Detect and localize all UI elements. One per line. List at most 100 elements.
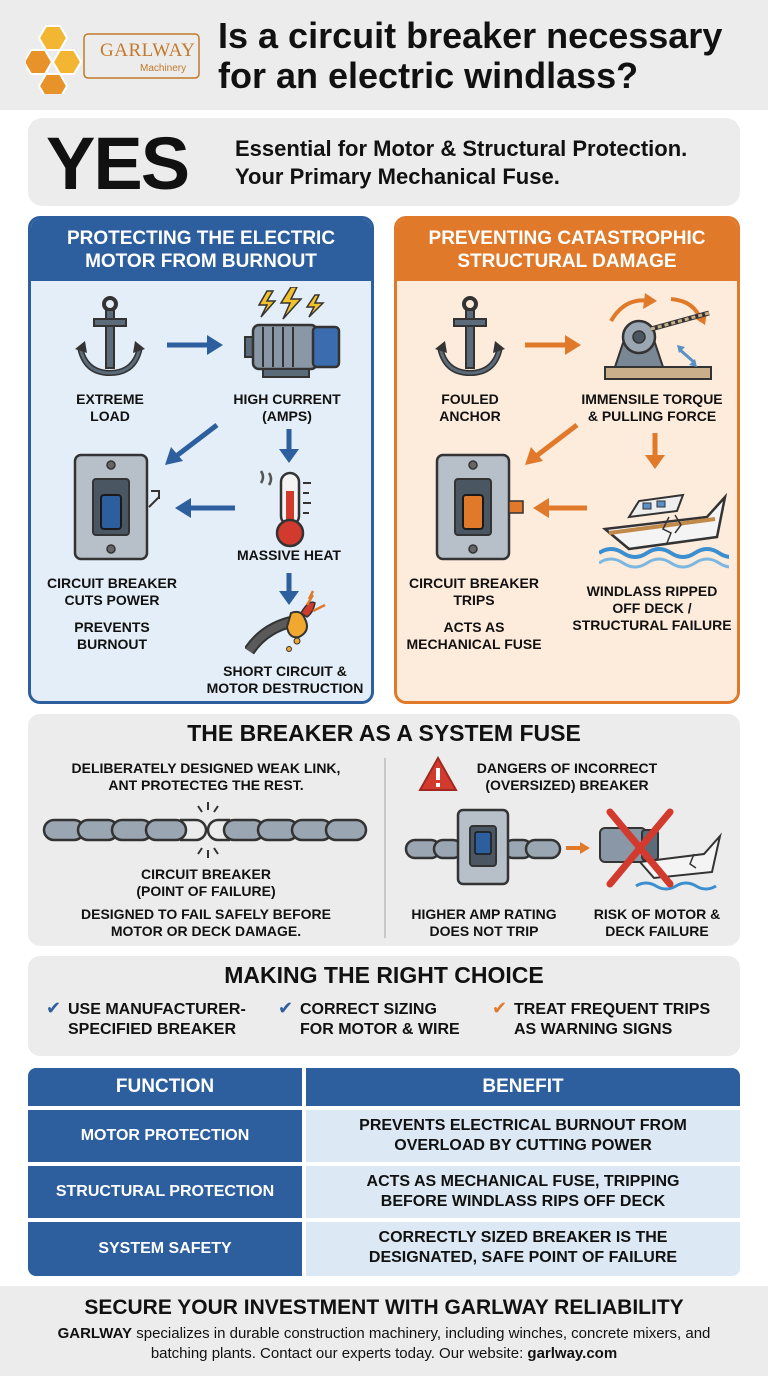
website-link[interactable]: garlway.com [527,1345,618,1362]
breaker-cuts-line-2: CUTS POWER [64,592,160,608]
footer-text: GARLWAY specializes in durable construct… [30,1324,738,1364]
acts-as-fuse-label: ACTS AS MECHANICAL FUSE [399,619,549,653]
choice-item-text: TREAT FREQUENT TRIPS AS WARNING SIGNS [514,1000,734,1040]
motor-panel-title: PROTECTING THE ELECTRIC MOTOR FROM BURNO… [31,227,371,273]
breaker-trips-line-1: CIRCUIT BREAKER [409,575,539,591]
yes-line-2: Your Primary Mechanical Fuse. [235,164,560,189]
table-row-function: STRUCTURAL PROTECTION [28,1166,302,1218]
breaker-trips-label: CIRCUIT BREAKER TRIPS [399,575,549,609]
choice-3-line-2: AS WARNING SIGNS [514,1021,673,1038]
choice-item-text: CORRECT SIZING FOR MOTOR & WIRE [300,1000,490,1040]
high-current-line-1: HIGH CURRENT [233,391,341,407]
table-header-function: FUNCTION [28,1068,302,1106]
title-line-2: for an electric windlass? [218,55,639,96]
yes-word: YES [46,122,190,205]
structural-panel-header: PREVENTING CATASTROPHIC STRUCTURAL DAMAG… [397,219,737,281]
hexagon-logo-icon [22,25,200,99]
short-circuit-line-2: MOTOR DESTRUCTION [206,680,364,696]
yes-banner [28,118,740,206]
lightning-icon [257,287,325,320]
breaker-cuts-power-label: CIRCUIT BREAKER CUTS POWER [37,575,187,609]
torque-line-2: & PULLING FORCE [587,408,717,424]
point-of-failure-label: CIRCUIT BREAKER (POINT OF FAILURE) [36,866,376,900]
torque-label: IMMENSILE TORQUE & PULLING FORCE [567,391,737,425]
garlway-logo [22,24,201,99]
arrow-left-icon [533,498,587,518]
footer-brand: GARLWAY [57,1325,133,1342]
weak-link-line-1: DELIBERATELY DESIGNED WEAK LINK, [71,760,341,776]
prevents-line-1: PREVENTS [74,619,150,635]
extreme-load-line-2: LOAD [90,408,130,424]
circuit-breaker-icon [456,808,510,886]
damaged-boat-icon [599,492,729,569]
footer-title: SECURE YOUR INVESTMENT WITH GARLWAY RELI… [84,1296,684,1319]
check-icon: ✔ [46,998,62,1018]
table-header-benefit: BENEFIT [306,1068,740,1106]
acts-as-line-1: ACTS AS [443,619,505,635]
fuse-section-title: THE BREAKER AS A SYSTEM FUSE [187,720,581,746]
higher-amp-line-2: DOES NOT TRIP [429,923,539,939]
arrow-down-icon [279,573,299,605]
circuit-breaker-icon [73,453,160,561]
benefit-1-line-2: OVERLOAD BY CUTTING POWER [394,1137,652,1154]
higher-amp-line-1: HIGHER AMP RATING [411,906,557,922]
acts-as-line-2: MECHANICAL FUSE [406,636,542,652]
choice-3-line-1: TREAT FREQUENT TRIPS [514,1001,711,1018]
arrow-right-icon [525,335,581,355]
burnt-wire-icon [245,590,326,655]
high-current-line-2: (AMPS) [262,408,312,424]
table-row-benefit: ACTS AS MECHANICAL FUSE, TRIPPING BEFORE… [306,1166,740,1218]
ripped-line-1: WINDLASS RIPPED [586,583,718,599]
short-circuit-line-1: SHORT CIRCUIT & [223,663,347,679]
circuit-breaker-icon [435,453,524,561]
prevents-line-2: BURNOUT [77,636,147,652]
arrow-left-icon [175,498,235,518]
benefit-3-line-2: DESIGNATED, SAFE POINT OF FAILURE [368,1249,678,1266]
fuse-divider [384,758,386,938]
benefit-3-line-1: CORRECTLY SIZED BREAKER IS THE [378,1229,668,1246]
footer-bar [0,1286,768,1376]
benefit-2-line-1: ACTS AS MECHANICAL FUSE, TRIPPING [366,1173,680,1190]
choice-2-line-2: FOR MOTOR & WIRE [300,1021,460,1038]
table-row-function: SYSTEM SAFETY [28,1222,302,1276]
oversized-breaker-diagram [404,808,722,891]
arrow-right-icon [167,335,223,355]
arrow-down-icon [645,433,665,469]
check-icon: ✔ [492,998,508,1018]
massive-heat-label: MASSIVE HEAT [237,547,341,563]
ripped-line-3: STRUCTURAL FAILURE [572,617,732,633]
windlass-icon [604,293,712,380]
choice-2-line-1: CORRECT SIZING [300,1001,437,1018]
higher-amp-label: HIGHER AMP RATING DOES NOT TRIP [396,906,572,940]
high-current-label: HIGH CURRENT (AMPS) [217,391,357,425]
fail-safely-line-2: MOTOR OR DECK DAMAGE. [110,923,302,939]
extreme-load-line-1: EXTREME [76,391,144,407]
page-title: Is a circuit breaker necessary for an el… [218,16,758,96]
table-row-benefit: CORRECTLY SIZED BREAKER IS THE DESIGNATE… [306,1222,740,1276]
choice-title: MAKING THE RIGHT CHOICE [224,962,544,988]
red-x-icon [606,808,674,888]
structural-panel-title: PREVENTING CATASTROPHIC STRUCTURAL DAMAG… [397,227,737,273]
choice-item-text: USE MANUFACTURER- SPECIFIED BREAKER [68,1000,268,1040]
torque-line-1: IMMENSILE TORQUE [581,391,723,407]
windlass-ripped-label: WINDLASS RIPPED OFF DECK / STRUCTURAL FA… [567,583,737,634]
extreme-load-label: EXTREME LOAD [55,391,165,425]
fail-safely-label: DESIGNED TO FAIL SAFELY BEFORE MOTOR OR … [36,906,376,940]
fail-safely-line-1: DESIGNED TO FAIL SAFELY BEFORE [81,906,331,922]
title-line-1: Is a circuit breaker necessary [218,15,723,56]
breaker-trips-line-2: TRIPS [453,592,495,608]
choice-1-line-1: USE MANUFACTURER- [68,1001,246,1018]
oversized-line-2: (OVERSIZED) BREAKER [485,777,649,793]
point-of-failure-line-1: CIRCUIT BREAKER [141,866,271,882]
choice-1-line-2: SPECIFIED BREAKER [68,1021,237,1038]
oversized-line-1: DANGERS OF INCORRECT [476,760,658,776]
structural-panel-title-line-1: PREVENTING CATASTROPHIC [428,228,706,249]
prevents-burnout-label: PREVENTS BURNOUT [37,619,187,653]
arrow-down-left-icon [165,423,219,465]
structural-damage-panel: PREVENTING CATASTROPHIC STRUCTURAL DAMAG… [394,216,740,704]
anchor-icon [435,296,505,377]
anchor-icon [75,296,145,377]
logo-name: GARLWAY [100,40,196,61]
fouled-anchor-line-1: FOULED [441,391,499,407]
arrow-down-left-icon [525,423,579,465]
